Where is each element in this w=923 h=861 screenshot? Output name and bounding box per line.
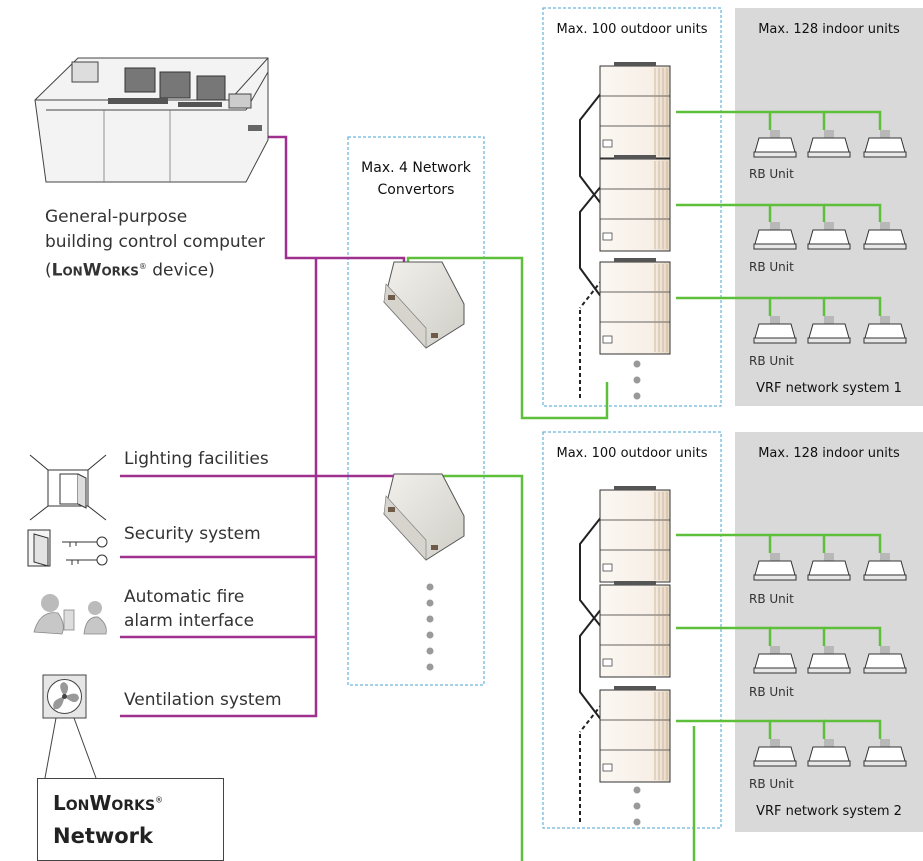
device-label-fire-line1: Automatic fire <box>124 587 245 607</box>
rb-unit-label: RB Unit <box>749 354 794 368</box>
computer-label-line2: building control computer <box>45 232 265 252</box>
people-at-desk-icon <box>33 594 107 635</box>
rb-unit-label: RB Unit <box>749 167 794 181</box>
indoor-panel-1 <box>735 8 923 406</box>
rb-unit-label: RB Unit <box>749 260 794 274</box>
control-computer-icon <box>34 57 269 183</box>
computer-label-line3: (LonWorks® device) <box>45 256 215 282</box>
convertor-box <box>347 136 485 686</box>
device-label-security: Security system <box>124 524 261 544</box>
network-convertor-2 <box>383 473 465 561</box>
device-label-fire-line2: alarm interface <box>124 611 255 631</box>
rb-unit-label: RB Unit <box>749 592 794 606</box>
continuation-dots <box>426 360 641 826</box>
indoor-header-2: Max. 128 indoor units <box>758 446 900 461</box>
indoor-header-1: Max. 128 indoor units <box>758 22 900 37</box>
lonworks-brand: LonWorks <box>51 260 139 281</box>
indoor-panel-2 <box>735 432 923 832</box>
outdoor-header-1: Max. 100 outdoor units <box>556 22 708 37</box>
outdoor-box-2 <box>542 431 722 829</box>
convertor-title-line2: Convertors <box>377 182 455 198</box>
network-box-word: Network <box>53 824 154 848</box>
computer-label-open: ( <box>45 260 52 281</box>
network-convertor-1 <box>383 261 465 349</box>
convertor-title-line1: Max. 4 Network <box>361 160 471 176</box>
computer-label-rest: device) <box>146 260 215 281</box>
lonworks-network-box: LonWorks® Network <box>37 778 224 861</box>
room-door-icon <box>29 454 107 521</box>
vrf-wiring <box>406 110 882 861</box>
device-label-lighting: Lighting facilities <box>124 449 269 469</box>
rb-unit-label: RB Unit <box>749 777 794 791</box>
outdoor-box-1 <box>542 7 722 407</box>
outdoor-header-2: Max. 100 outdoor units <box>556 446 708 461</box>
network-box-brand: LonWorks® <box>53 791 163 815</box>
door-key-icon <box>27 529 108 567</box>
device-label-ventilation: Ventilation system <box>124 690 282 710</box>
system-label-2: VRF network system 2 <box>756 804 902 819</box>
registered-mark: ® <box>138 262 147 271</box>
ventilation-fan-icon <box>42 674 87 719</box>
computer-label-line1: General-purpose <box>45 207 188 227</box>
network-box-brand-text: LonWorks <box>53 791 156 815</box>
network-box-reg: ® <box>155 795 164 805</box>
outdoor-links <box>579 91 603 824</box>
system-label-1: VRF network system 1 <box>756 381 902 396</box>
rb-unit-label: RB Unit <box>749 685 794 699</box>
